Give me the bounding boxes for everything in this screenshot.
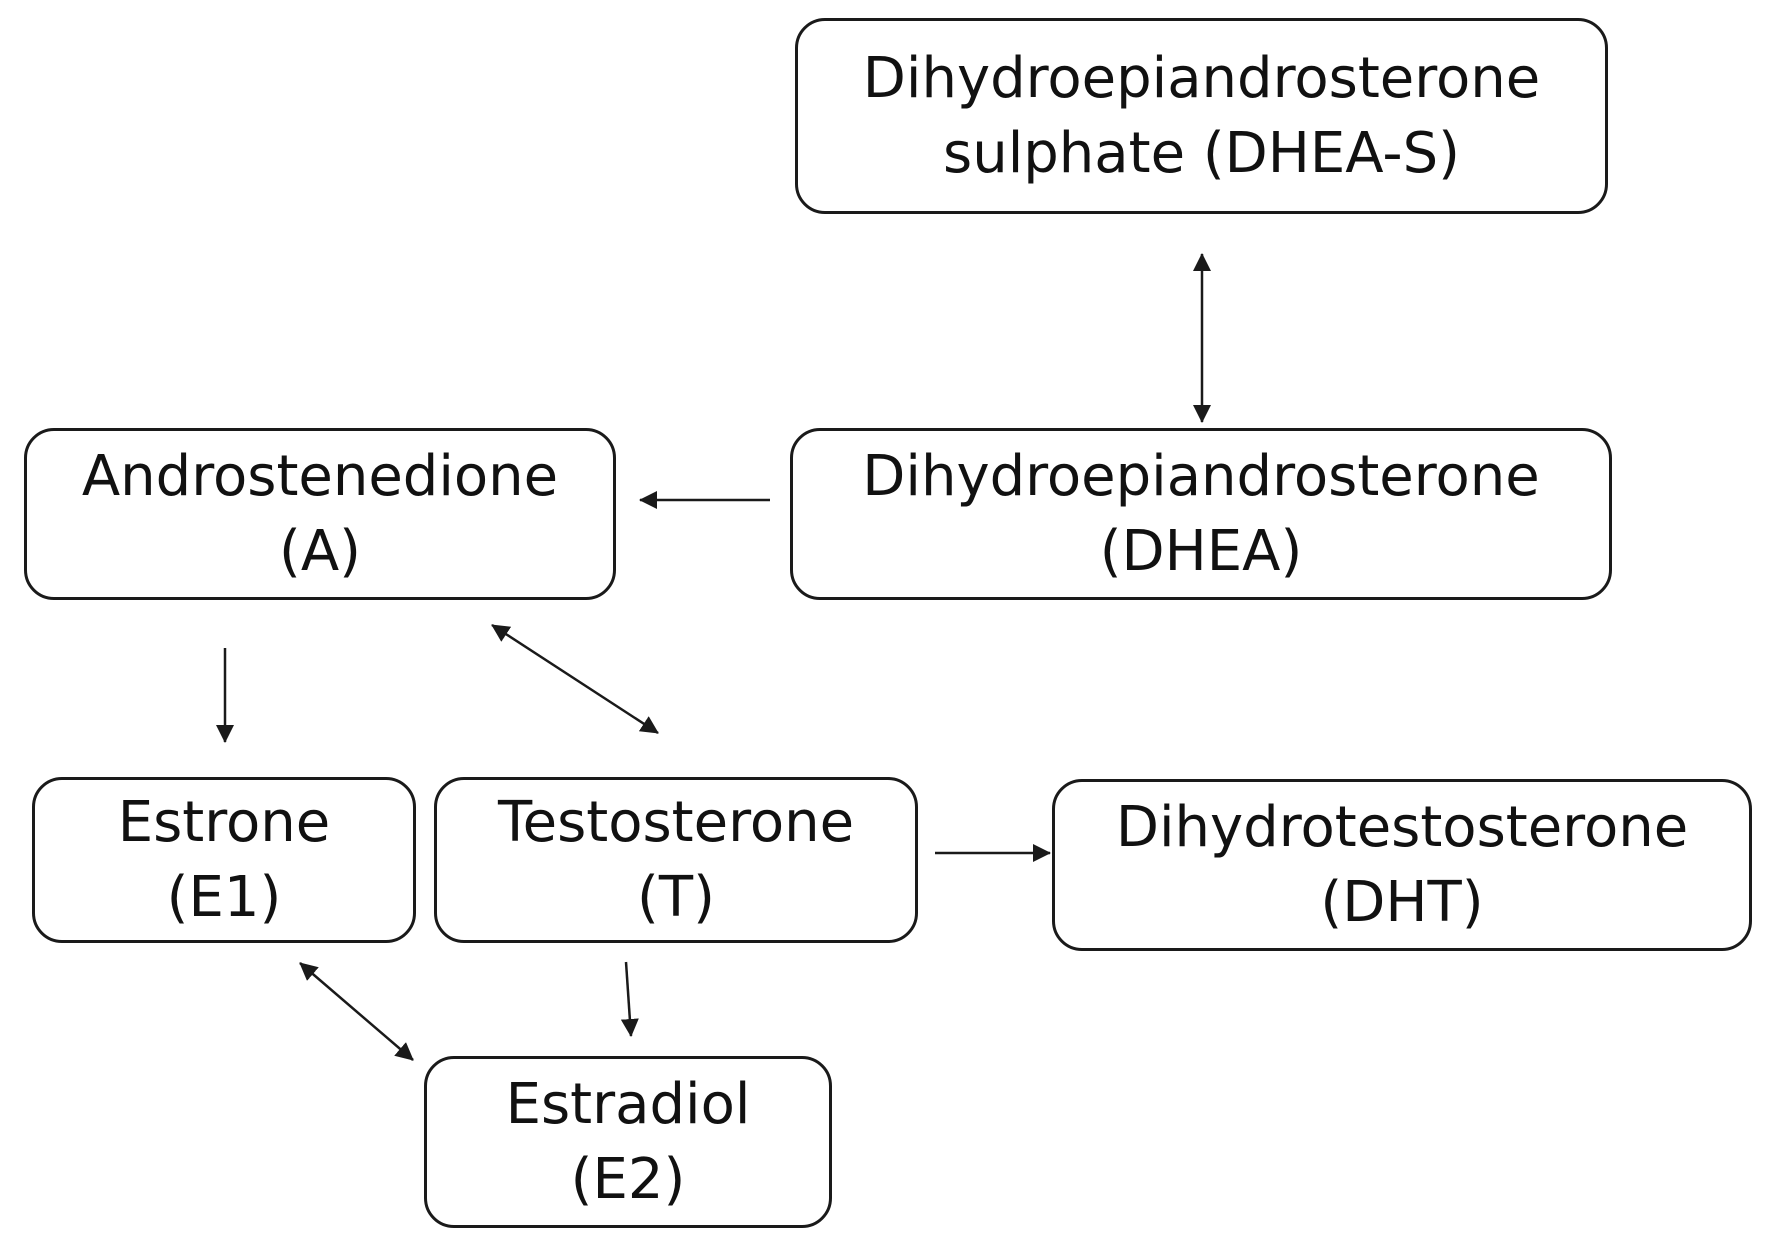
node-androstenedione-line1: Androstenedione [81, 443, 559, 509]
node-estrone-line2: (E1) [166, 865, 282, 930]
arrow-t-to-e2 [620, 961, 639, 1037]
node-dihydrotestosterone-line2: (DHT) [1320, 870, 1484, 935]
node-dihydrotestosterone-line1: Dihydrotestosterone [1115, 794, 1689, 860]
node-dhea-s-line1: Dihydroepiandrosterone [862, 45, 1541, 111]
node-testosterone-line2: (T) [637, 865, 715, 930]
node-testosterone: Testosterone (T) [434, 777, 918, 943]
node-dhea: Dihydroepiandrosterone (DHEA) [790, 428, 1612, 600]
node-estradiol: Estradiol (E2) [424, 1056, 832, 1228]
node-androstenedione-line2: (A) [278, 519, 361, 584]
node-estradiol-line1: Estradiol [505, 1071, 751, 1137]
node-testosterone-line1: Testosterone [497, 789, 855, 855]
node-estrone: Estrone (E1) [32, 777, 416, 943]
node-dhea-line1: Dihydroepiandrosterone [862, 443, 1540, 509]
node-dhea-line2: (DHEA) [1099, 519, 1303, 584]
node-dihydrotestosterone: Dihydrotestosterone (DHT) [1052, 779, 1752, 951]
node-estrone-line1: Estrone [117, 789, 331, 855]
node-androstenedione: Androstenedione (A) [24, 428, 616, 600]
node-dhea-s-line2: sulphate (DHEA-S) [943, 121, 1460, 186]
arrow-andro-t [491, 623, 659, 735]
node-dhea-s: Dihydroepiandrosterone sulphate (DHEA-S) [795, 18, 1608, 214]
arrow-e1-e2 [299, 962, 414, 1061]
node-estradiol-line2: (E2) [570, 1147, 686, 1212]
